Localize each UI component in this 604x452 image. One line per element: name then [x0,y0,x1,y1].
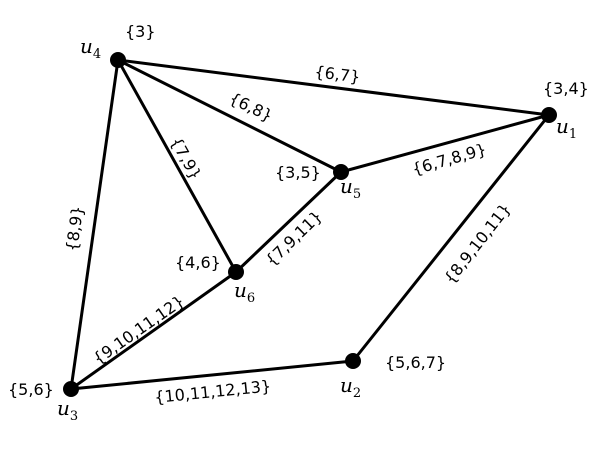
vertex-name-u2-sub: 2 [353,386,361,401]
vertex-name-u2: u2 [340,373,361,401]
edge-label-u3-u6: {9,10,11,12} [89,291,187,368]
vertex-name-u5: u5 [340,174,361,202]
edge-u4-u3 [69,58,120,391]
edge-u3-u6 [69,270,238,391]
edge-label-u1-u2: {8,9,10,11} [440,200,515,288]
vertex-name-u5-sub: 5 [353,187,361,202]
edge-u1-u2 [351,113,551,363]
nodes [63,52,557,397]
vertex-u6 [228,264,244,280]
vertex-name-u1-letter: u [556,114,569,138]
vertex-name-u6-letter: u [234,278,247,302]
vertex-name-u1: u1 [556,114,577,142]
edge-label-u4-u1: {6,7} [314,62,362,86]
edge-labels: {6,7} {6,8} {7,9} {8,9} {6,7,8,9} {7,9,1… [62,62,515,407]
vertex-set-u1: {3,4} [543,79,589,98]
vertex-name-u6: u6 [234,278,255,306]
edges [69,58,551,391]
edge-label-u4-u3: {8,9} [62,205,87,253]
vertex-set-u4: {3} [125,22,156,41]
vertex-name-u3: u3 [57,396,78,424]
vertex-names: u4 u1 u5 u6 u2 u3 [57,34,577,424]
vertex-u5 [333,164,349,180]
edge-label-u3-u2: {10,11,12,13} [154,376,272,407]
vertex-name-u2-letter: u [340,373,353,397]
vertex-name-u4-letter: u [80,34,93,58]
vertex-name-u4: u4 [80,34,101,62]
vertex-name-u1-sub: 1 [569,127,577,142]
edge-u4-u5 [116,58,343,174]
vertex-set-u3: {5,6} [8,380,54,399]
edge-u6-u5 [234,170,343,274]
edge-u3-u2 [69,359,355,391]
edge-u4-u1 [116,58,551,117]
vertex-name-u5-letter: u [340,174,353,198]
edge-u4-u6 [116,58,238,274]
vertex-set-u2: {5,6,7} [385,353,446,372]
vertex-u2 [345,353,361,369]
vertex-u3 [63,381,79,397]
edge-label-u4-u5: {6,8} [226,89,276,126]
vertex-u4 [110,52,126,68]
edge-u5-u1 [339,113,551,174]
edge-label-u5-u1: {6,7,8,9} [410,140,489,179]
vertex-set-u5: {3,5} [275,163,321,182]
vertex-u1 [541,107,557,123]
vertex-set-u6: {4,6} [175,253,221,272]
vertex-name-u6-sub: 6 [247,291,255,306]
vertex-name-u3-sub: 3 [70,409,78,424]
vertex-sets: {3} {3,4} {3,5} {4,6} {5,6,7} {5,6} [8,22,589,399]
vertex-name-u3-letter: u [57,396,70,420]
vertex-name-u4-sub: 4 [93,47,101,62]
